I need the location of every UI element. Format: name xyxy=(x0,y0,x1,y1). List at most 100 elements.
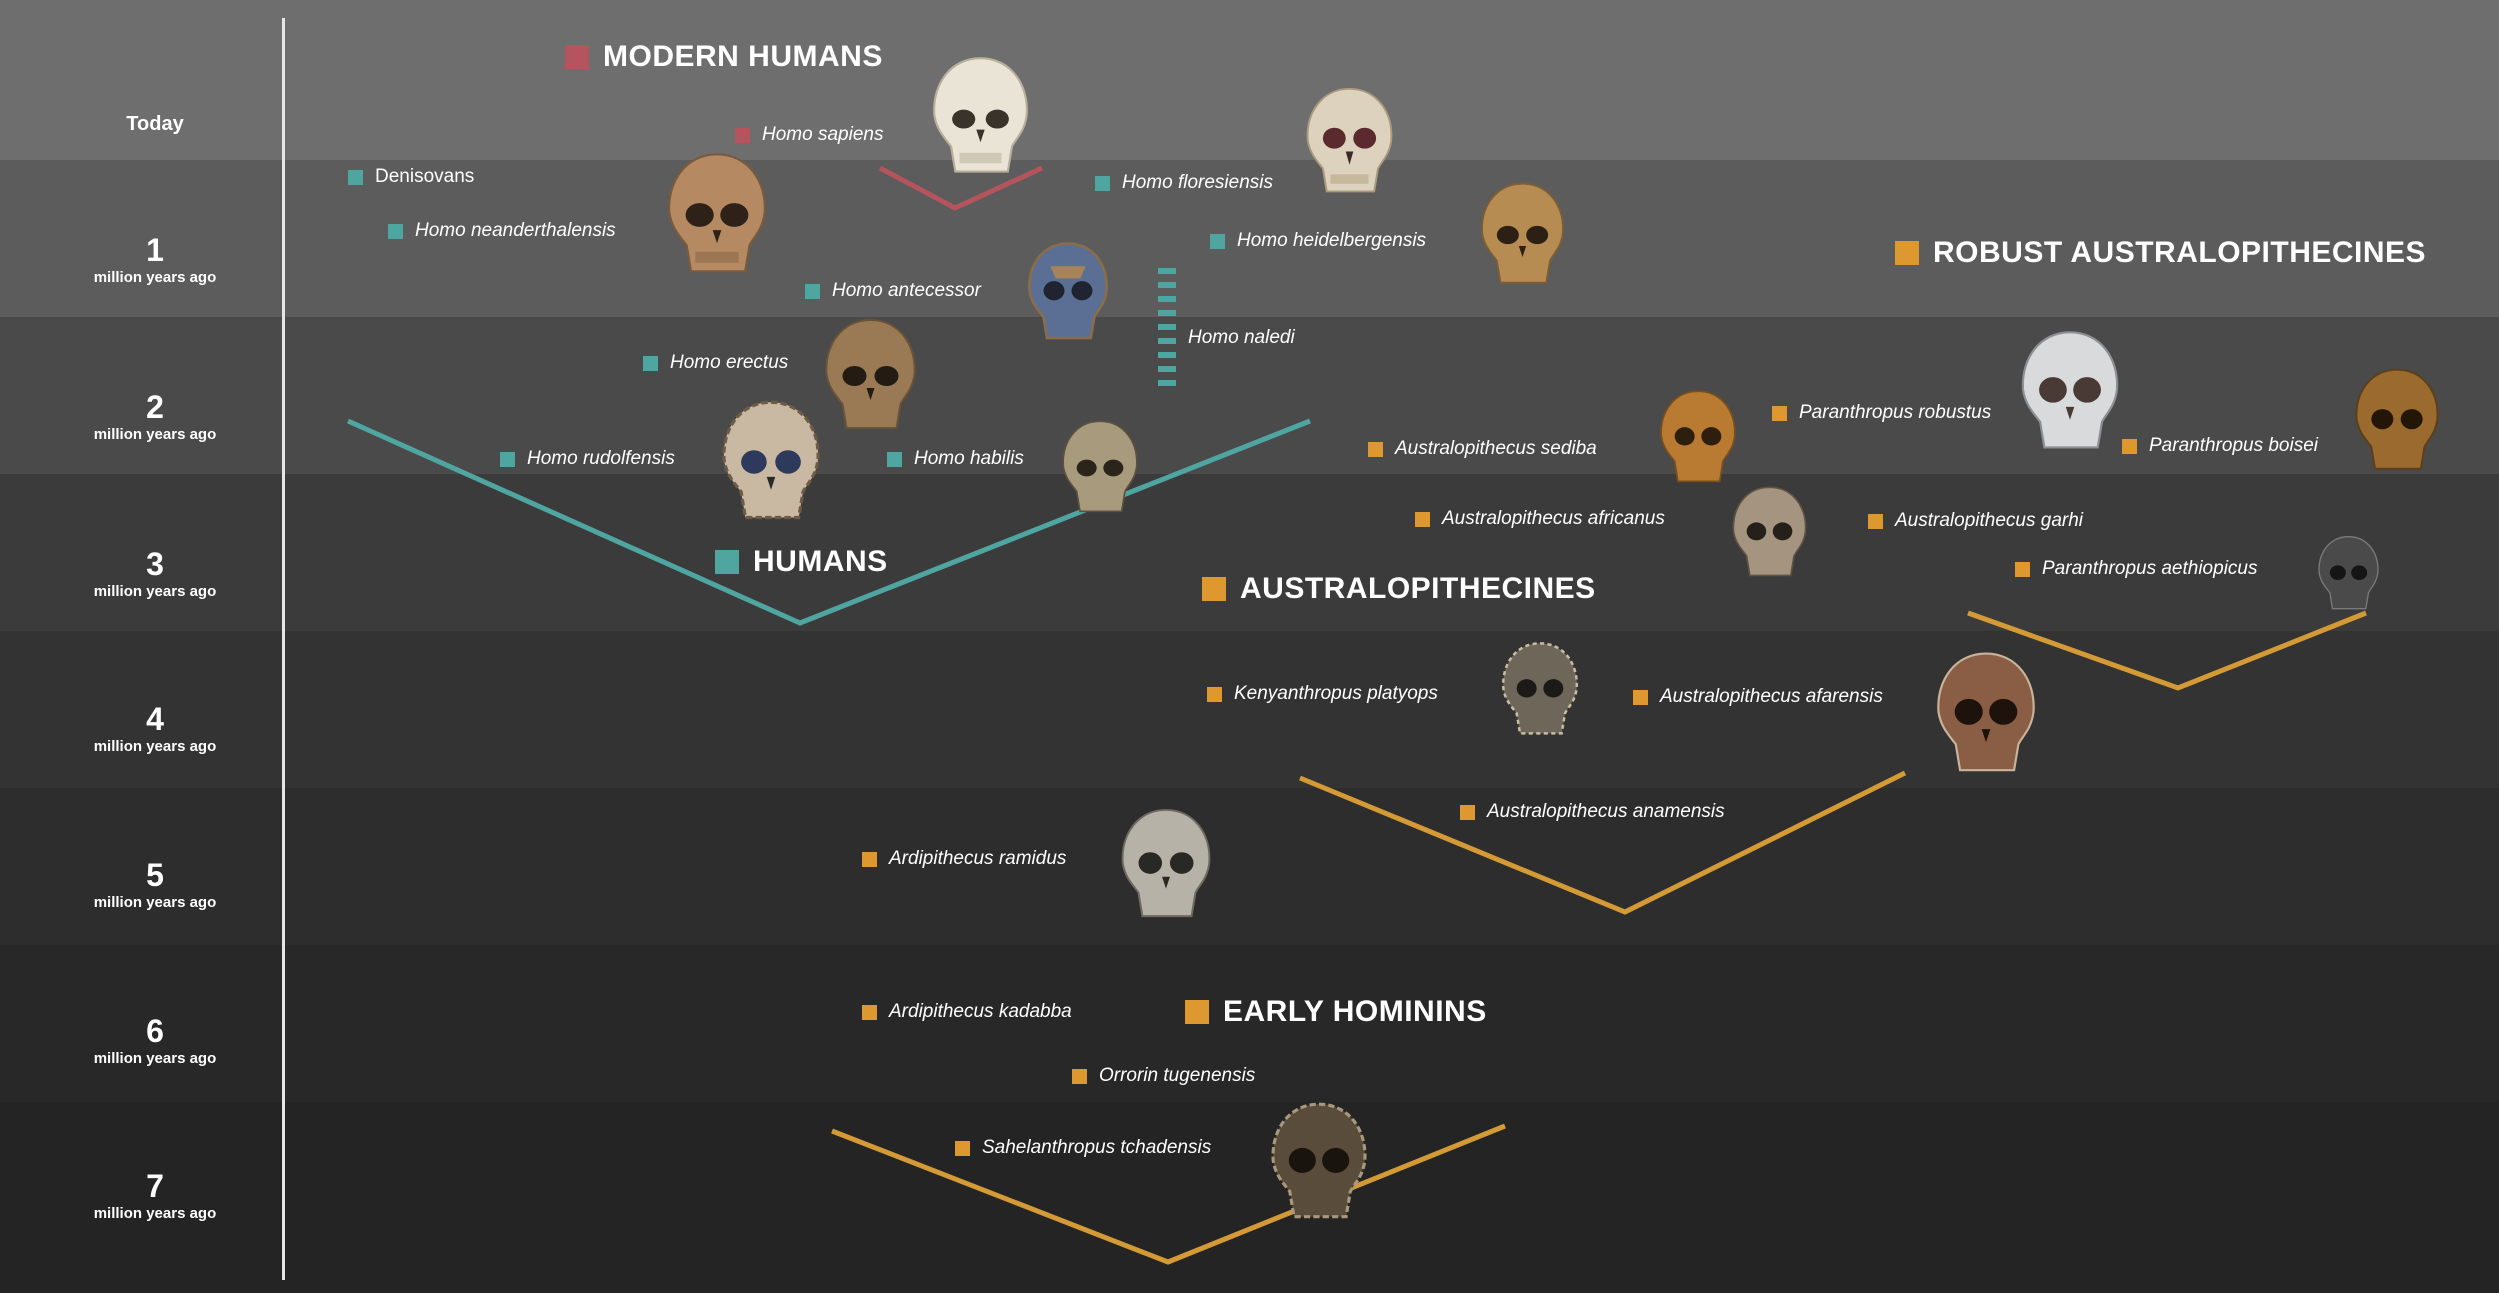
species-label: Ardipithecus ramidus xyxy=(889,848,1067,869)
species-label: Homo heidelbergensis xyxy=(1237,230,1427,251)
legend-square xyxy=(862,851,877,867)
group-title-modern-humans: MODERN HUMANS xyxy=(565,40,883,74)
species-label: Homo erectus xyxy=(670,352,789,373)
species-sahelanthropus-tchadensis: Sahelanthropus tchadensis xyxy=(955,1137,1211,1159)
timeline-axis xyxy=(282,18,285,1280)
species-label: Australopithecus africanus xyxy=(1442,508,1665,529)
legend-square xyxy=(1072,1068,1087,1084)
species-australopithecus-afarensis: Australopithecus afarensis xyxy=(1633,686,1883,708)
australopithecines-bracket xyxy=(1299,770,1907,915)
humans-bracket xyxy=(346,418,1311,626)
species-australopithecus-garhi: Australopithecus garhi xyxy=(1868,510,2083,532)
species-kenyanthropus-platyops: Kenyanthropus platyops xyxy=(1207,683,1438,705)
tick-5: 5 million years ago xyxy=(40,857,270,913)
species-label: Kenyanthropus platyops xyxy=(1234,683,1438,704)
skull-icon-homo-neanderthalensis xyxy=(662,150,772,280)
legend-square xyxy=(2015,561,2030,577)
band-7-mya xyxy=(0,1102,2499,1293)
skull-icon-homo-sapiens xyxy=(928,52,1033,182)
legend-square xyxy=(1207,686,1222,702)
skull-icon-sahelanthropus-tchadensis xyxy=(1260,1100,1378,1225)
species-label: Homo habilis xyxy=(914,448,1024,469)
species-homo-sapiens: Homo sapiens xyxy=(735,124,883,146)
early-hominins-bracket xyxy=(831,1123,1506,1265)
species-label: Homo neanderthalensis xyxy=(415,220,616,241)
skull-icon-homo-rudolfensis xyxy=(716,398,826,526)
skull-icon-paranthropus-boisei xyxy=(2342,366,2452,476)
species-homo-erectus: Homo erectus xyxy=(643,352,788,374)
legend-square xyxy=(1095,175,1110,191)
legend-square xyxy=(1460,804,1475,820)
legend-square xyxy=(887,451,902,467)
legend-square xyxy=(1185,1000,1209,1024)
homo-naledi-dash-marker xyxy=(1158,268,1176,386)
species-homo-heidelbergensis: Homo heidelbergensis xyxy=(1210,230,1426,252)
tick-number: 2 xyxy=(146,389,164,425)
skull-icon-paranthropus-aethiopicus xyxy=(2296,534,2401,614)
band-3-mya xyxy=(0,474,2499,631)
tick-7: 7 million years ago xyxy=(40,1168,270,1224)
species-ardipithecus-ramidus: Ardipithecus ramidus xyxy=(862,848,1066,870)
tick-number: 6 xyxy=(146,1013,164,1049)
group-title-text: EARLY HOMININS xyxy=(1223,995,1487,1028)
tick-1: 1 million years ago xyxy=(40,232,270,288)
group-title-text: MODERN HUMANS xyxy=(603,40,883,73)
group-title-text: HUMANS xyxy=(753,545,888,578)
tick-unit: million years ago xyxy=(93,894,217,911)
species-label: Australopithecus sediba xyxy=(1395,438,1597,459)
tick-unit: million years ago xyxy=(93,1050,217,1067)
tick-unit: million years ago xyxy=(93,738,217,755)
skull-icon-homo-erectus xyxy=(818,316,923,436)
skull-icon-homo-heidelbergensis xyxy=(1470,180,1575,290)
legend-square xyxy=(1415,511,1430,527)
band-today xyxy=(0,0,2499,160)
legend-square xyxy=(388,223,403,239)
skull-icon-australopithecus-afarensis xyxy=(1932,648,2040,780)
tick-3: 3 million years ago xyxy=(40,546,270,602)
tick-today: Today xyxy=(40,112,270,136)
species-homo-floresiensis: Homo floresiensis xyxy=(1095,172,1273,194)
species-label: Paranthropus robustus xyxy=(1799,402,1992,423)
species-label: Homo sapiens xyxy=(762,124,884,145)
species-label: Homo antecessor xyxy=(832,280,981,301)
species-australopithecus-sediba: Australopithecus sediba xyxy=(1368,438,1597,460)
legend-square xyxy=(1895,241,1919,265)
skull-icon-homo-antecessor xyxy=(1018,240,1118,345)
species-label: Australopithecus afarensis xyxy=(1660,686,1883,707)
skull-icon-australopithecus-sediba xyxy=(1648,388,1748,488)
band-5-mya xyxy=(0,788,2499,945)
skull-icon-paranthropus-robustus xyxy=(2016,328,2124,456)
species-orrorin-tugenensis: Orrorin tugenensis xyxy=(1072,1065,1255,1087)
species-homo-antecessor: Homo antecessor xyxy=(805,280,981,302)
legend-square xyxy=(715,550,739,574)
species-label: Australopithecus garhi xyxy=(1895,510,2083,531)
group-title-australopithecines: AUSTRALOPITHECINES xyxy=(1202,572,1596,606)
tick-number: 3 xyxy=(146,546,164,582)
band-1-mya xyxy=(0,160,2499,317)
modern-humans-bracket xyxy=(878,165,1044,211)
band-4-mya xyxy=(0,631,2499,788)
tick-6: 6 million years ago xyxy=(40,1013,270,1069)
skull-icon-homo-habilis xyxy=(1050,418,1150,518)
group-title-robust-australopithecines: ROBUST AUSTRALOPITHECINES xyxy=(1895,236,2426,270)
species-label: Australopithecus anamensis xyxy=(1487,801,1725,822)
species-homo-naledi: Homo naledi xyxy=(1188,327,1295,349)
tick-number: 7 xyxy=(146,1168,164,1204)
legend-square xyxy=(862,1004,877,1020)
species-label: Homo floresiensis xyxy=(1122,172,1273,193)
species-paranthropus-boisei: Paranthropus boisei xyxy=(2122,435,2318,457)
species-paranthropus-aethiopicus: Paranthropus aethiopicus xyxy=(2015,558,2257,580)
species-australopithecus-anamensis: Australopithecus anamensis xyxy=(1460,801,1725,823)
species-ardipithecus-kadabba: Ardipithecus kadabba xyxy=(862,1001,1072,1023)
species-homo-habilis: Homo habilis xyxy=(887,448,1024,470)
group-title-text: AUSTRALOPITHECINES xyxy=(1240,572,1596,605)
legend-square xyxy=(643,355,658,371)
species-label: Denisovans xyxy=(375,166,475,187)
species-homo-neanderthalensis: Homo neanderthalensis xyxy=(388,220,616,242)
tick-unit: million years ago xyxy=(93,1205,217,1222)
skull-icon-australopithecus-africanus xyxy=(1722,484,1817,582)
tick-number: 5 xyxy=(146,857,164,893)
group-title-humans: HUMANS xyxy=(715,545,888,579)
